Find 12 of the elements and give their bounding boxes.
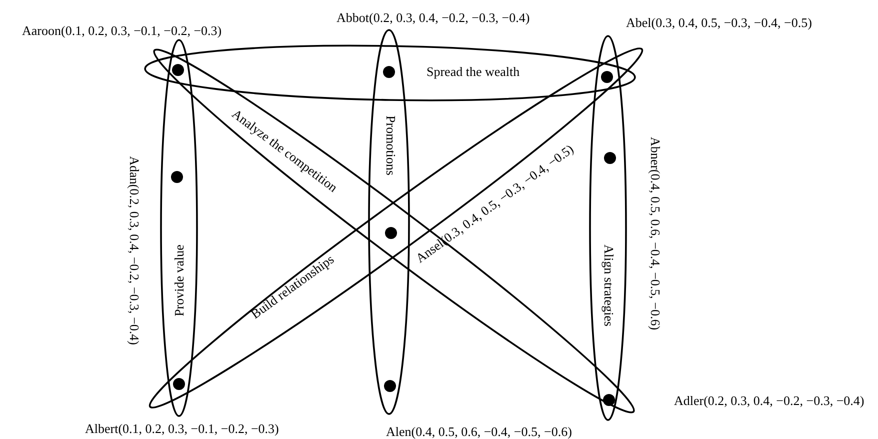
vertex-label: Alen(0.4, 0.5, 0.6, −0.4, −0.5, −0.6) xyxy=(386,424,572,438)
vertex-label: Abel(0.3, 0.4, 0.5, −0.3, −0.4, −0.5) xyxy=(626,16,812,28)
vertex-label: Aaroon(0.1, 0.2, 0.3, −0.1, −0.2, −0.3) xyxy=(22,24,222,36)
set-label: Promotions xyxy=(384,115,398,175)
vertex-label: Abbot(0.2, 0.3, 0.4, −0.2, −0.3, −0.4) xyxy=(336,10,530,24)
set-label: Spread the wealth xyxy=(426,64,520,78)
set-label: Provide value xyxy=(172,244,186,316)
vertex-label: Abner(0.4, 0.5, 0.6, −0.4, −0.5, −0.6) xyxy=(648,136,662,330)
vertex-label: Adan(0.2, 0.3, 0.4, −0.2, −0.3, −0.4) xyxy=(127,156,140,344)
vertex-label: Adler(0.2, 0.3, 0.4, −0.2, −0.3, −0.4) xyxy=(674,394,864,406)
set-label: Align strategies xyxy=(602,244,616,326)
vertex-label: Albert(0.1, 0.2, 0.3, −0.1, −0.2, −0.3) xyxy=(85,422,279,434)
